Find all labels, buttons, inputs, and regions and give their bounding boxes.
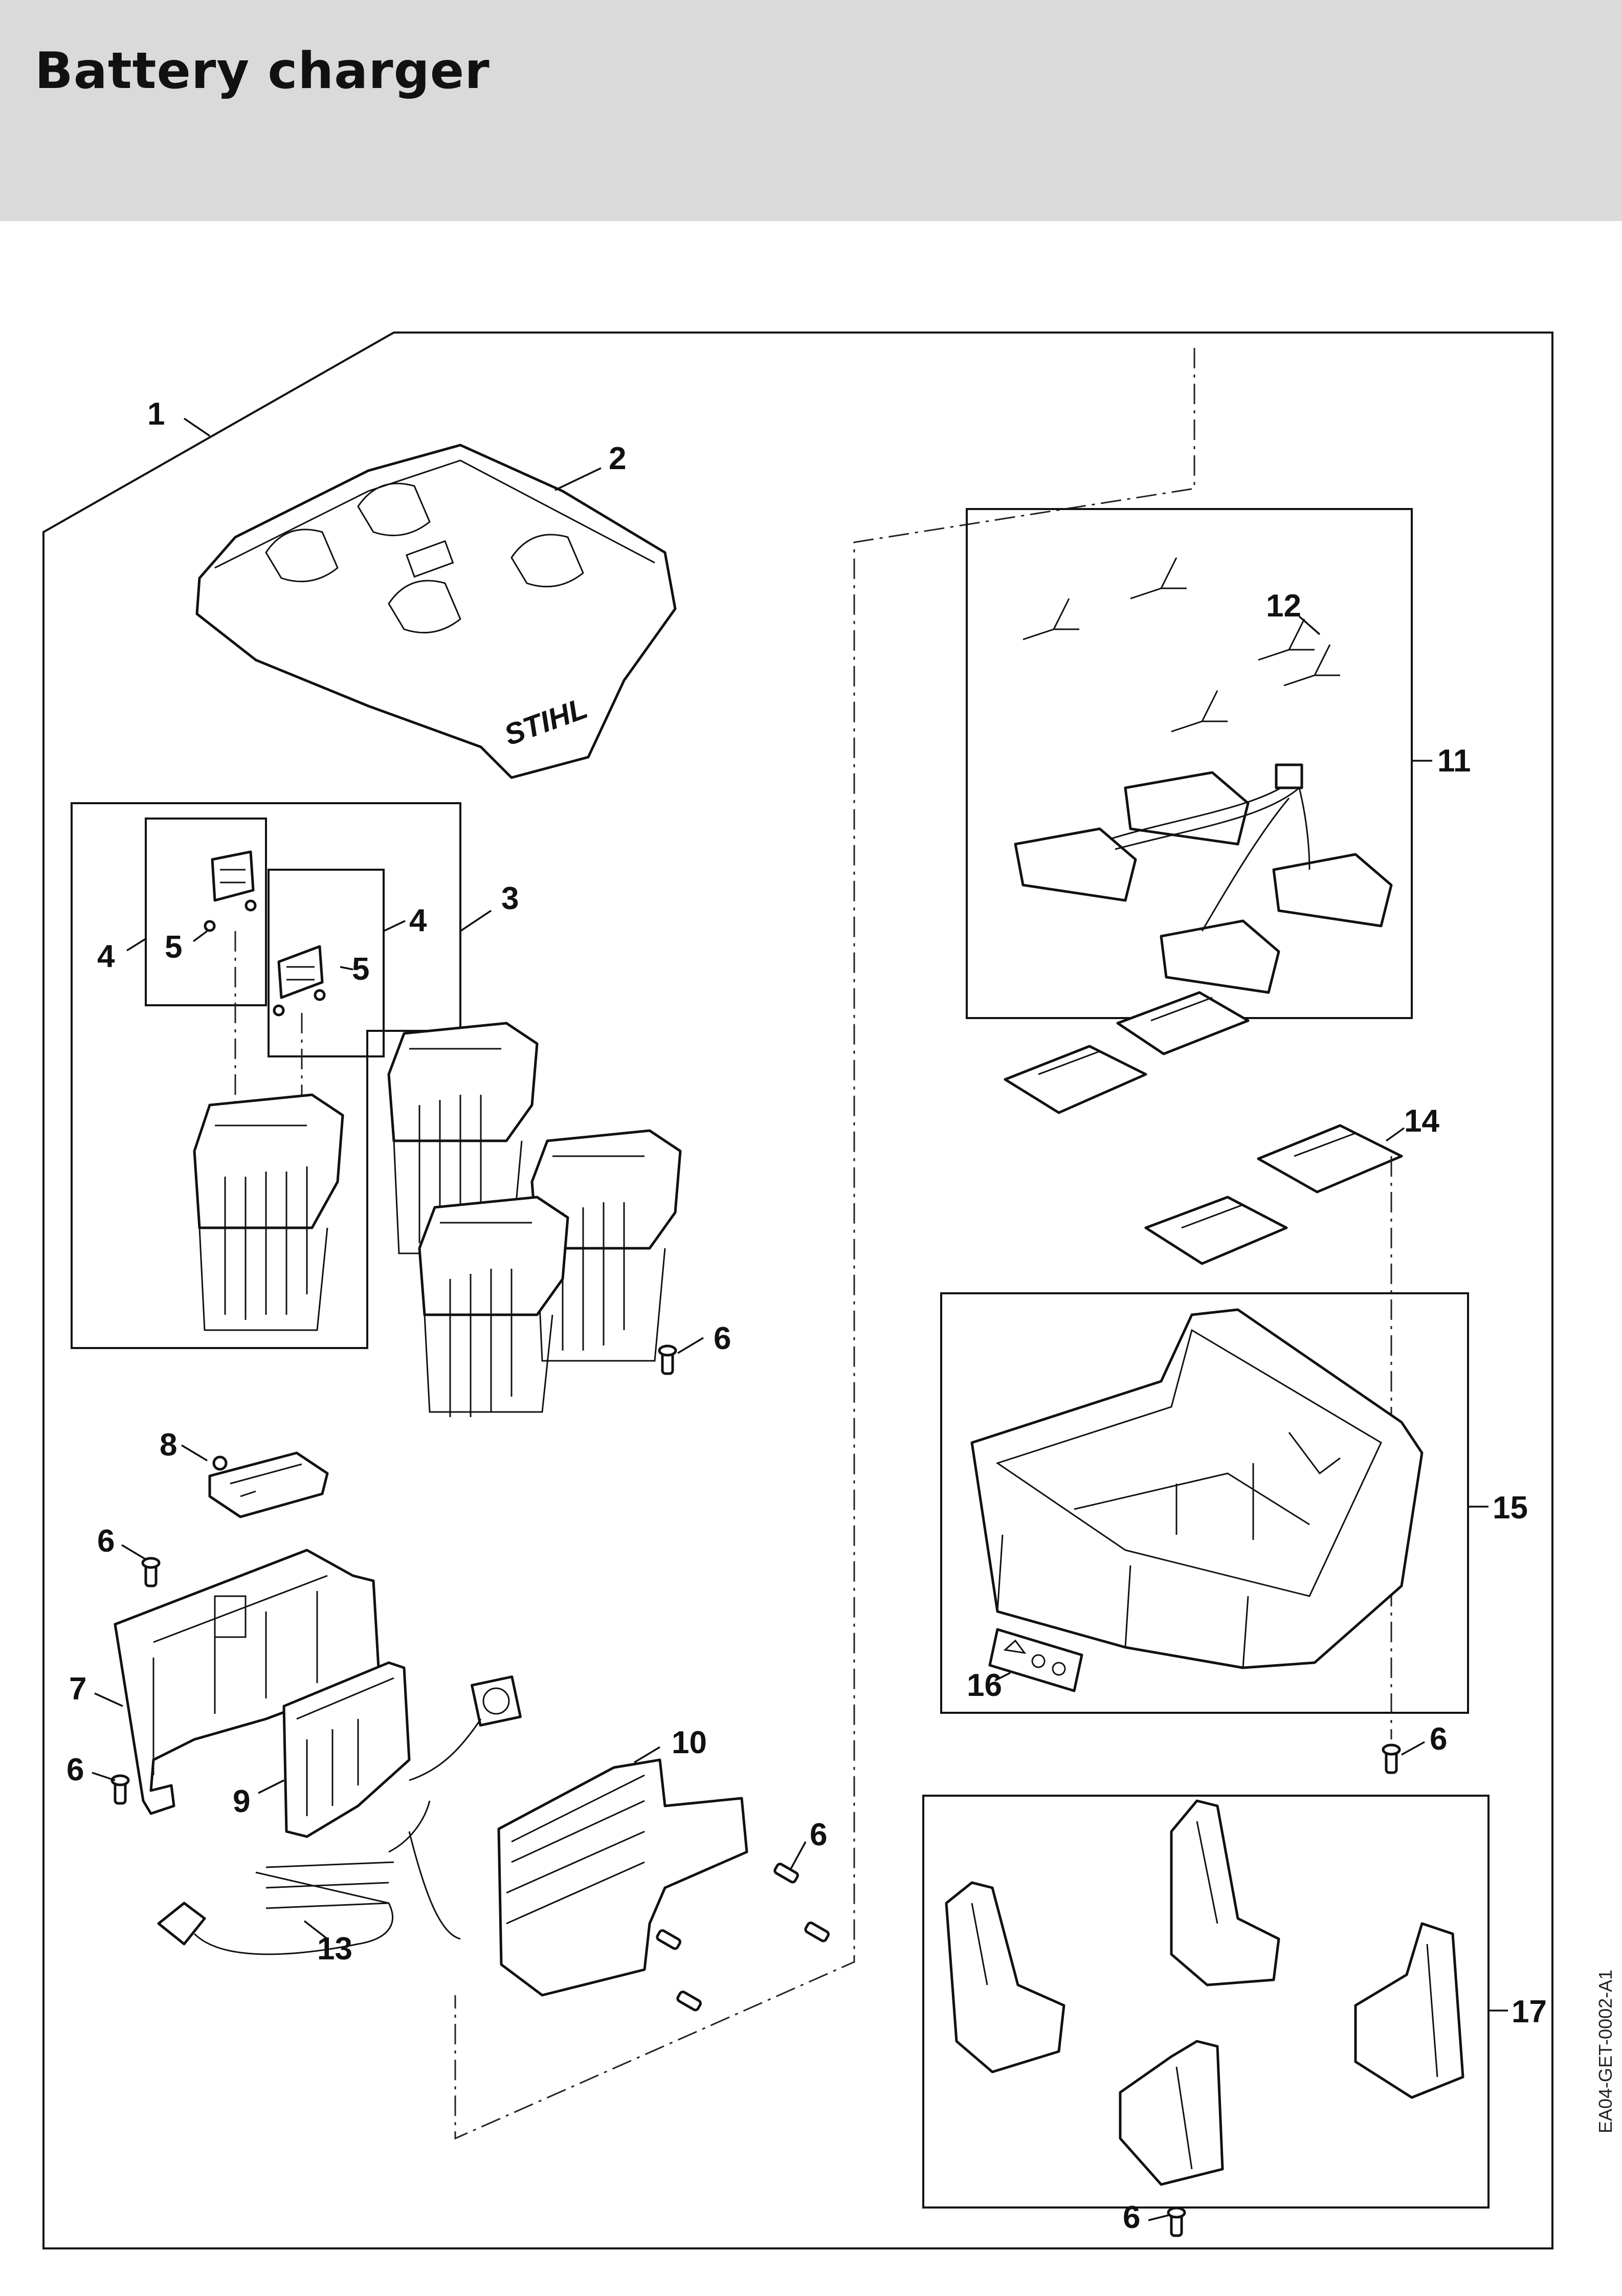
contact-holder-drawing-1 — [204, 850, 257, 932]
callout-5b: 5 — [352, 952, 369, 987]
control-board-drawing — [208, 1451, 329, 1518]
callout-10: 10 — [672, 1725, 707, 1760]
screw-drawing-4 — [141, 1557, 161, 1587]
contact-clip-drawings — [1023, 557, 1340, 733]
contact-holder-box-2 — [268, 869, 385, 1057]
callout-12: 12 — [1266, 588, 1301, 624]
callout-6f: 6 — [1123, 2200, 1140, 2235]
callout-6d: 6 — [810, 1817, 827, 1852]
callout-17: 17 — [1512, 1994, 1547, 2029]
screw-drawing-5 — [110, 1774, 130, 1805]
battery-shaft-drawing-1 — [193, 1093, 344, 1331]
power-supply-drawing — [497, 1758, 748, 1997]
phantom-line — [454, 348, 1195, 2140]
foot-drawings — [945, 1799, 1464, 2186]
contact-holder-box-1 — [145, 818, 267, 1006]
lower-housing-box — [940, 1292, 1469, 1714]
assembly-frame — [42, 332, 1553, 2249]
foot-set-box — [922, 1795, 1490, 2209]
callout-13: 13 — [317, 1931, 352, 1967]
label-drawing — [988, 1628, 1083, 1692]
upper-housing-drawing: STIHL — [195, 444, 677, 779]
wiring-harness-drawing — [1014, 763, 1393, 994]
header-band — [0, 0, 1622, 221]
callout-6a: 6 — [714, 1321, 731, 1356]
callout-8: 8 — [160, 1427, 177, 1463]
screw-drawing-1 — [658, 1344, 677, 1375]
screw-drawing-3 — [1167, 2206, 1186, 2237]
callout-2: 2 — [609, 441, 626, 476]
callout-4a: 4 — [97, 939, 115, 974]
frame-drawing — [114, 1549, 380, 1815]
screw-drawing-6 — [656, 1863, 830, 2012]
lower-housing-drawing — [970, 1308, 1424, 1669]
callout-7: 7 — [69, 1671, 86, 1707]
callout-6b: 6 — [97, 1524, 115, 1559]
cover-plate-drawings — [1004, 991, 1403, 1265]
page-title: Battery charger — [35, 42, 490, 100]
screw-drawing-2 — [1382, 1743, 1401, 1774]
callout-9: 9 — [233, 1784, 250, 1819]
callout-6c: 6 — [66, 1752, 84, 1787]
battery-shaft-drawing-4 — [418, 1196, 569, 1417]
callout-5a: 5 — [165, 930, 182, 965]
callout-1: 1 — [147, 396, 165, 432]
contact-holder-drawing-2 — [273, 945, 326, 1017]
power-cord-drawing — [157, 1800, 461, 1955]
callout-15: 15 — [1493, 1490, 1528, 1526]
battery-shaft-set-box — [71, 802, 461, 1349]
circuit-board-drawing — [282, 1661, 522, 1838]
callout-4b: 4 — [409, 903, 427, 938]
callout-16: 16 — [967, 1668, 1002, 1703]
callout-6e: 6 — [1430, 1721, 1447, 1757]
callout-3: 3 — [501, 881, 519, 916]
callout-14: 14 — [1404, 1103, 1439, 1139]
callout-11: 11 — [1437, 743, 1471, 779]
